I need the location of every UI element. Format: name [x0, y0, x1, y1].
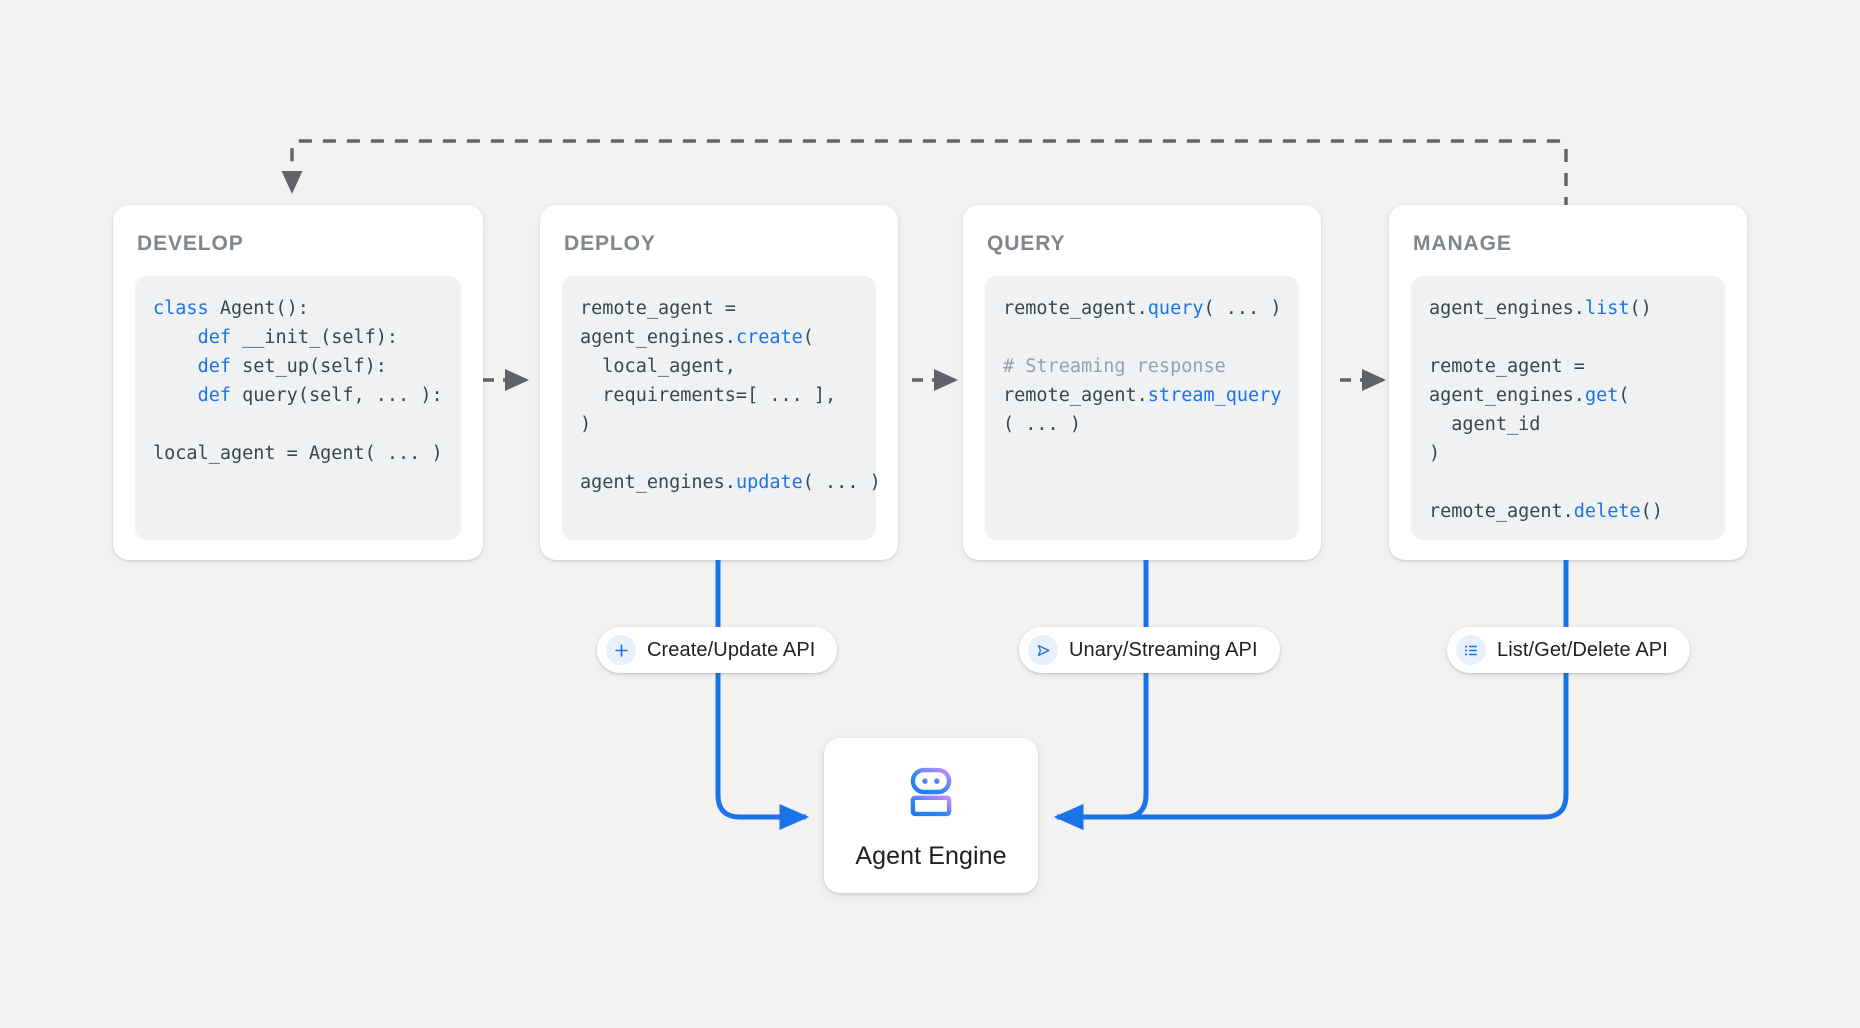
stage-code-deploy: remote_agent = agent_engines.create( loc… [562, 276, 881, 540]
stage-title-deploy: DEPLOY [564, 232, 656, 255]
robot-icon [900, 761, 962, 828]
stage-title-develop: DEVELOP [137, 232, 244, 255]
blue-path-query-to-engine [1053, 560, 1149, 831]
api-pill-unary-streaming[interactable]: Unary/Streaming API [1019, 627, 1280, 673]
agent-engine-label: Agent Engine [855, 841, 1007, 870]
list-icon [1456, 635, 1486, 665]
stage-card-manage[interactable]: MANAGE agent_engines.list() remote_agent… [1389, 205, 1747, 560]
stage-code-develop: class Agent(): def __init_(self): def se… [135, 276, 461, 540]
stage-title-query: QUERY [987, 232, 1066, 255]
stage-title-manage: MANAGE [1413, 232, 1512, 255]
stage-card-query[interactable]: QUERY remote_agent.query( ... ) # Stream… [963, 205, 1321, 560]
blue-path-deploy-to-engine [715, 560, 810, 831]
plus-icon [606, 635, 636, 665]
blue-path-manage-to-engine [1053, 560, 1569, 831]
api-pill-create-update[interactable]: Create/Update API [597, 627, 838, 673]
send-triangle-icon [1028, 635, 1058, 665]
stage-card-develop[interactable]: DEVELOP class Agent(): def __init_(self)… [113, 205, 483, 560]
api-pill-list-get-delete[interactable]: List/Get/Delete API [1447, 627, 1690, 673]
api-pill-label: Unary/Streaming API [1069, 638, 1258, 661]
stage-card-deploy[interactable]: DEPLOY remote_agent = agent_engines.crea… [540, 205, 898, 560]
api-pill-label: Create/Update API [647, 638, 816, 661]
agent-engine-node[interactable]: Agent Engine [824, 738, 1038, 893]
feedback-loop-arrow [281, 139, 1568, 210]
stage-code-query: remote_agent.query( ... ) # Streaming re… [985, 276, 1299, 540]
stage-code-manage: agent_engines.list() remote_agent = agen… [1411, 276, 1725, 540]
api-pill-label: List/Get/Delete API [1497, 638, 1668, 661]
